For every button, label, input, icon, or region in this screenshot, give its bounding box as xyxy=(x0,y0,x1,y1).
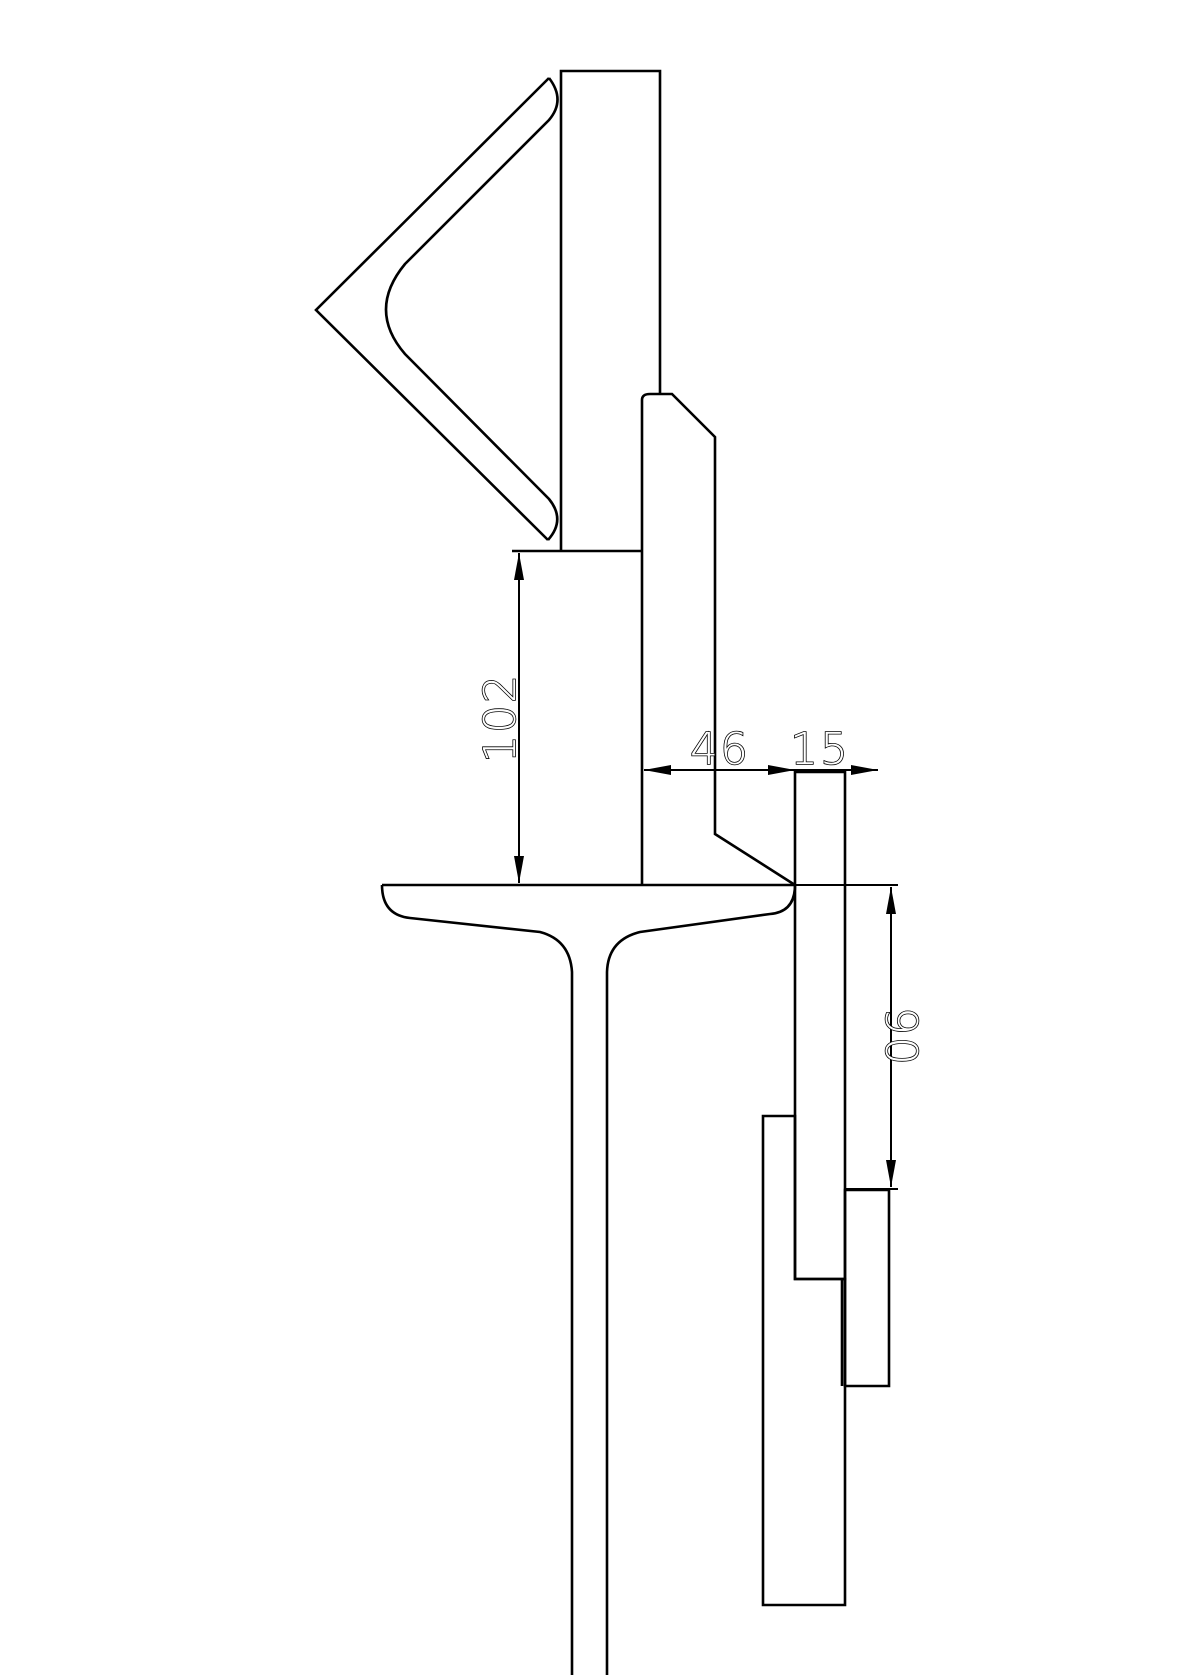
clamp-bar xyxy=(512,392,796,887)
dimension-15-label: 15 xyxy=(790,724,850,775)
dimension-90-arrow-top xyxy=(886,887,896,914)
dimension-46-arrow-left xyxy=(644,765,671,775)
dimension-46-arrow-right xyxy=(768,765,795,775)
dimension-15-arrow-right xyxy=(851,765,878,775)
rail-head-right-flange xyxy=(605,884,797,1675)
dimension-102-arrow-top xyxy=(514,553,524,580)
dimension-46-label: 46 xyxy=(690,724,750,775)
upper-plate xyxy=(559,69,662,551)
angle-bracket-inner xyxy=(384,77,559,541)
dimension-90-label: 90 xyxy=(875,1007,926,1067)
dimension-46-15: 46 15 xyxy=(644,723,878,776)
dimension-90-arrow-bottom xyxy=(886,1160,896,1187)
clamp-bar-outline xyxy=(640,392,796,887)
upper-plate-outline xyxy=(559,69,662,551)
side-clamp-step-block xyxy=(843,1188,891,1388)
dimension-102: 102 xyxy=(474,553,527,883)
dimension-102-arrow-bottom xyxy=(514,856,524,883)
side-clamp-upper-block xyxy=(793,770,847,1281)
rail-profile xyxy=(380,883,797,1675)
dimension-90: 90 xyxy=(795,884,927,1190)
dimension-102-label: 102 xyxy=(475,673,526,763)
angle-bracket-outer xyxy=(314,77,550,541)
rail-head-left-flange xyxy=(380,884,574,1675)
angle-bracket xyxy=(314,77,559,541)
side-clamp-lower-block xyxy=(761,1114,847,1607)
